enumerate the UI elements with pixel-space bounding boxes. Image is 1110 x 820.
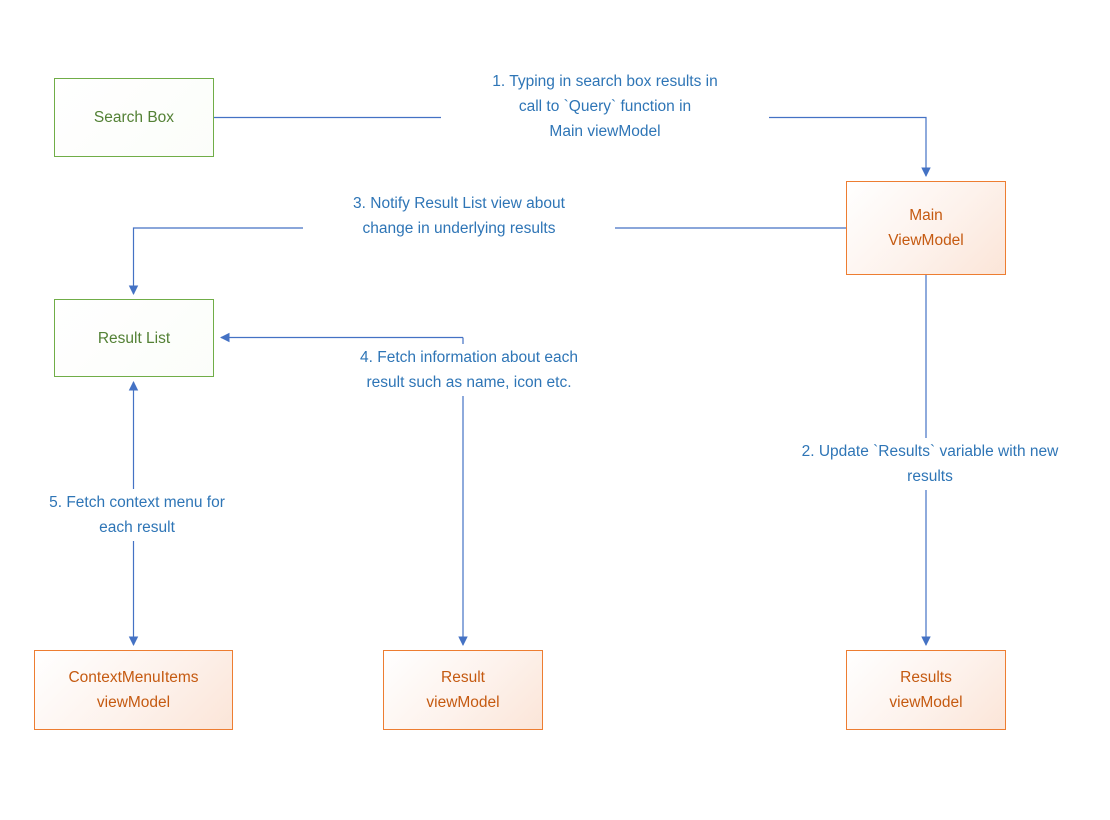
annotation-step-4: 4. Fetch information about each result s…: [313, 344, 625, 396]
node-result-viewmodel: Result viewModel: [383, 650, 543, 730]
annotation-step-5: 5. Fetch context menu for each result: [13, 489, 261, 541]
node-label: Main ViewModel: [888, 207, 964, 249]
annotation-step-3: 3. Notify Result List view about change …: [303, 190, 615, 242]
annotation-step-1: 1. Typing in search box results in call …: [441, 68, 769, 145]
node-label: Result viewModel: [426, 669, 500, 711]
node-label: Results viewModel: [889, 669, 963, 711]
node-label: Result List: [97, 329, 171, 347]
node-contextmenuitems-viewmodel: ContextMenuItems viewModel: [34, 650, 233, 730]
node-label: Search Box: [93, 109, 175, 126]
node-label: ContextMenuItems viewModel: [68, 669, 199, 711]
node-main-viewmodel: Main ViewModel: [846, 181, 1006, 275]
node-search-box: Search Box: [54, 78, 214, 157]
node-result-list: Result List: [54, 299, 214, 377]
annotation-step-2: 2. Update `Results` variable with new re…: [766, 438, 1094, 490]
node-results-viewmodel: Results viewModel: [846, 650, 1006, 730]
